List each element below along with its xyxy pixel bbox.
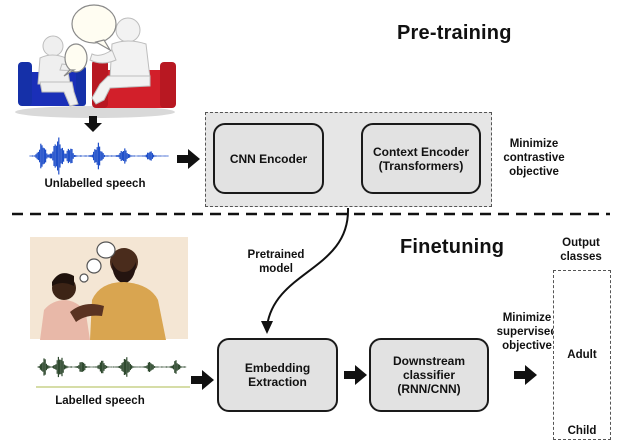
arrow-embedding-to-classifier [344,365,367,385]
arrow-waveform-to-embedding [191,370,214,390]
cnn-encoder-label: CNN Encoder [229,151,308,166]
context-encoder-label: Context Encoder (Transformers) [372,144,469,173]
finetuning-title: Finetuning [400,236,505,258]
unlabelled-speech-caption: Unlabelled speech [44,178,146,190]
supervised-objective-label: Minimize supervised objective [496,312,558,352]
child-class-label: Child [567,425,597,437]
down-arrow-to-waveform [84,116,102,132]
right-figure [89,17,151,105]
contrastive-objective-label: Minimize contrastive objective [503,138,565,178]
pretrained-model-label: Pretrained model [247,249,305,275]
arrow-waveform-to-region [177,149,200,169]
speech-bubbles [63,4,117,77]
pretraining-title: Pre-training [397,22,512,44]
labelled-speech-caption: Labelled speech [55,395,145,407]
cnn-encoder-box: CNN Encoder [213,123,324,194]
pretrained-model-arrow [266,207,350,327]
left-figure [37,35,81,107]
embedding-extraction-label: Embedding Extraction [244,361,311,389]
downstream-classifier-box: Downstream classifier (RNN/CNN) [369,338,489,412]
output-classes-box [553,270,611,440]
output-classes-title: Output classes [560,237,602,263]
arrow-classifier-to-output [514,365,537,385]
labelled-waveform [37,356,187,378]
pretraining-illustration [15,4,176,118]
downstream-classifier-label: Downstream classifier (RNN/CNN) [392,354,466,396]
unlabelled-waveform [29,137,169,175]
finetuning-illustration [30,237,188,340]
adult-class-label: Adult [567,349,597,361]
embedding-extraction-box: Embedding Extraction [217,338,338,412]
context-encoder-box: Context Encoder (Transformers) [361,123,481,194]
